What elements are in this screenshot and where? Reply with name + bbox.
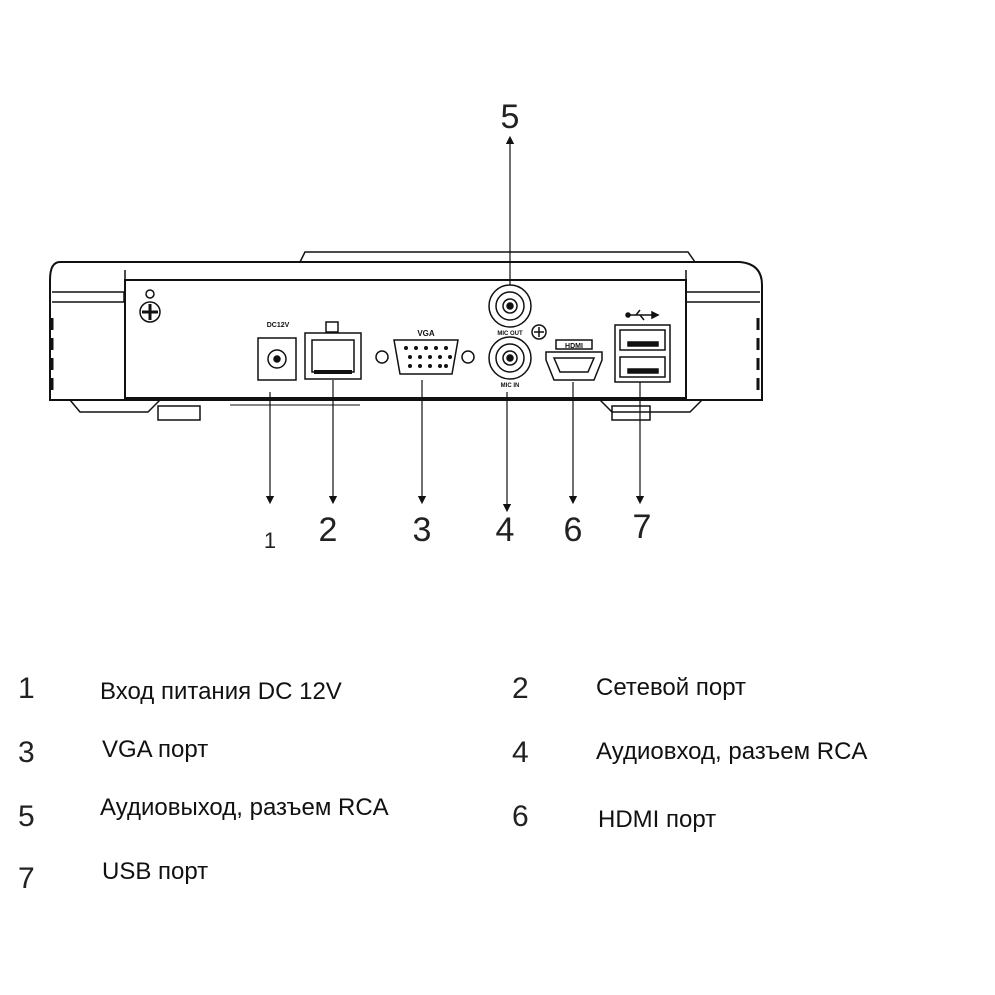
callout-arrows <box>265 135 645 513</box>
usb-icon <box>625 309 660 321</box>
callout-7: 7 <box>633 508 652 546</box>
callout-1: 1 <box>264 528 276 553</box>
audio-in-rca-jack <box>488 336 532 380</box>
callout-4: 4 <box>496 511 515 549</box>
dc-label: DC12V <box>267 322 290 329</box>
plus-screw-icon <box>531 324 547 340</box>
legend-number: 5 <box>18 800 35 833</box>
legend-number: 6 <box>512 800 529 833</box>
legend-text: Сетевой порт <box>596 674 747 701</box>
hdmi-port <box>545 339 603 381</box>
vga-label: VGA <box>417 329 435 338</box>
mic-in-label: MIC IN <box>501 383 520 389</box>
legend-number: 2 <box>512 672 529 705</box>
callout-2: 2 <box>319 511 338 549</box>
left-foot <box>69 399 161 413</box>
device-rear-panel-diagram: DC12V VGA MIC OUT MIC IN <box>49 98 763 553</box>
legend-text: VGA порт <box>102 736 209 763</box>
network-port <box>304 321 362 380</box>
dc-power-jack <box>257 337 297 381</box>
rear-panel <box>124 279 687 399</box>
callout-5: 5 <box>501 98 520 136</box>
legend-number: 1 <box>18 672 35 705</box>
callout-3: 3 <box>413 511 432 549</box>
hdmi-label: HDMI <box>565 343 583 350</box>
legend-text: Аудиовход, разъем RCA <box>596 738 868 765</box>
legend-text: Вход питания DC 12V <box>100 678 342 705</box>
nvr-device <box>49 251 763 421</box>
audio-out-rca-jack <box>488 284 532 328</box>
ground-screw-icon <box>139 289 161 323</box>
mic-out-label: MIC OUT <box>497 331 523 337</box>
legend-number: 4 <box>512 736 529 769</box>
legend-text: HDMI порт <box>598 806 717 833</box>
legend-number: 7 <box>18 862 35 895</box>
legend-number: 3 <box>18 736 35 769</box>
vga-port <box>375 339 475 375</box>
right-foot <box>599 399 703 413</box>
callout-6: 6 <box>564 511 583 549</box>
usb-ports <box>614 324 671 383</box>
legend-text: USB порт <box>102 858 209 885</box>
legend-text: Аудиовыход, разъем RCA <box>100 794 389 821</box>
